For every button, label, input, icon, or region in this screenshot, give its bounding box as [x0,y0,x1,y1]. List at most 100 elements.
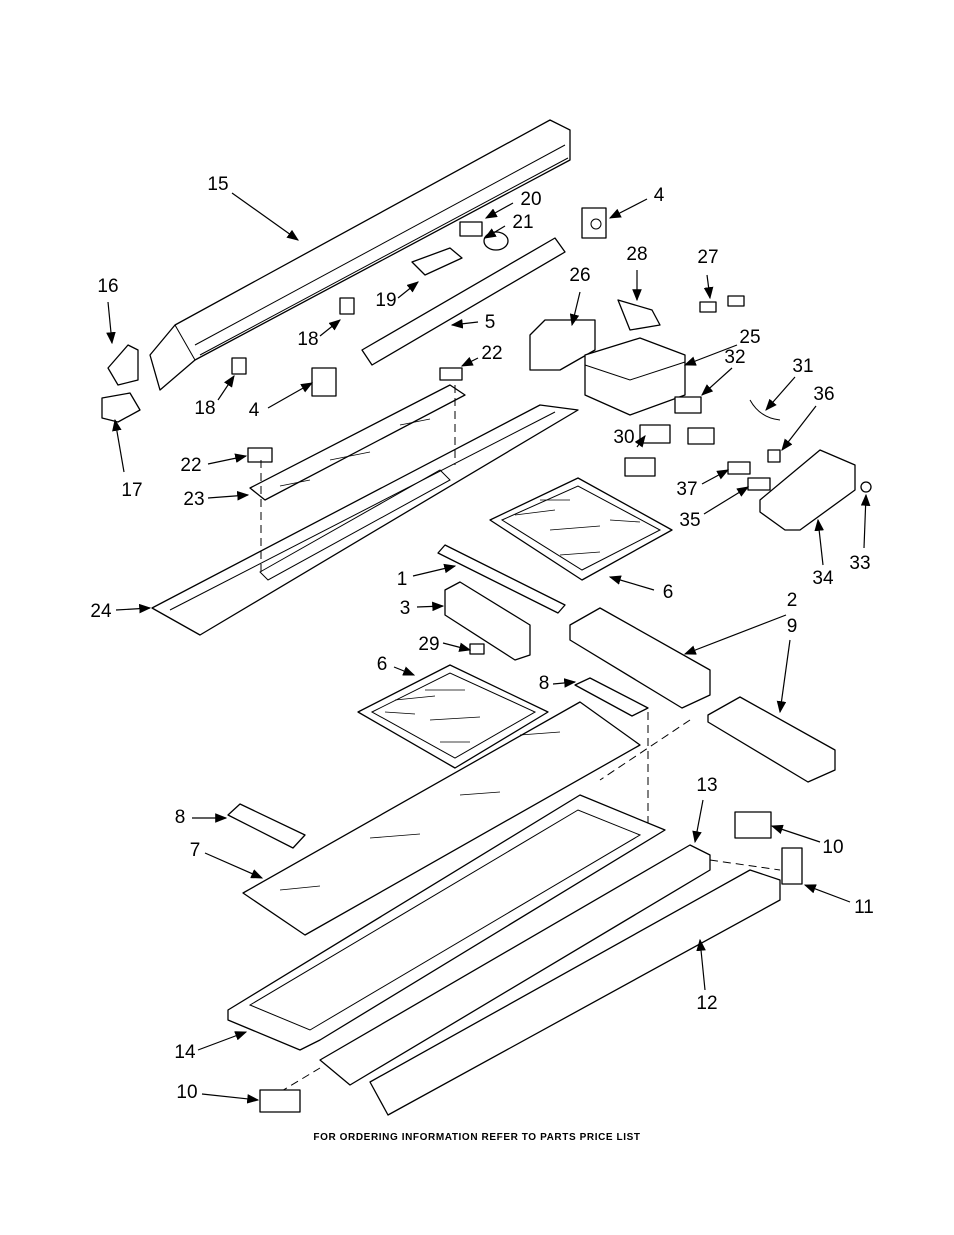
part-30-switches [624,424,671,477]
callout-8a: 8 [539,673,550,694]
leader-arrow-2 [683,614,787,655]
leader-arrow-35 [703,486,750,515]
callout-28: 28 [626,244,647,265]
leader-arrow-21 [483,225,506,239]
callout-4a: 4 [654,185,665,206]
leader-arrow-19 [397,281,419,299]
leader-arrow-13 [692,799,704,844]
part-18-clip-lower [231,357,247,375]
callout-21: 21 [512,212,533,233]
callout-6b: 6 [377,654,388,675]
leader-arrow-37 [701,469,730,485]
callout-1: 1 [397,569,408,590]
callout-31: 31 [792,356,813,377]
callout-16: 16 [97,276,118,297]
part-37-button [727,461,751,475]
callout-6a: 6 [663,582,674,603]
callout-20: 20 [520,189,541,210]
part-10-hinge-lower [259,1089,301,1113]
leader-arrow-14 [197,1031,248,1051]
leader-arrow-16 [106,301,116,345]
callout-15: 15 [207,174,228,195]
part-27-relays [699,295,745,313]
callout-29: 29 [418,634,439,655]
callout-24: 24 [90,601,112,622]
leader-arrow-18a [319,319,341,337]
callout-19: 19 [375,290,396,311]
callout-3: 3 [400,598,411,619]
leader-arrow-17 [112,418,125,473]
leader-arrow-10a [770,824,821,843]
part-8-strip-upper [574,677,649,717]
leader-arrow-20 [484,202,514,219]
part-10-hinge-upper [734,811,772,839]
part-3-bracket [444,581,531,661]
callout-34: 34 [812,568,834,589]
part-1-strip [437,544,566,614]
part-32-switches [674,396,715,445]
leader-arrow-26 [569,291,581,327]
part-22-clip [439,367,463,381]
part-4-socket-lower [311,367,337,397]
leader-arrow-4a [608,198,648,219]
leader-arrow-11 [803,884,851,903]
leader-arrow-24 [115,603,152,614]
part-26-bracket [529,319,596,371]
part-31-wire [749,399,781,421]
part-29-screw [469,643,485,655]
part-13-trim [319,844,711,1086]
callout-23: 23 [183,489,204,510]
leader-arrow-23 [207,491,250,501]
callout-37: 37 [676,479,697,500]
part-6-filter-lower [357,664,549,769]
part-22-clip-left [247,447,273,463]
callout-13: 13 [696,775,717,796]
part-36-knob [767,449,781,463]
callout-36: 36 [813,384,834,405]
part-35-button [747,477,771,491]
leader-arrow-10b [201,1093,260,1104]
callout-27: 27 [697,247,718,268]
part-25-transformer [584,337,686,416]
callout-33: 33 [849,553,870,574]
leader-arrow-15 [231,192,299,241]
leader-arrow-7 [204,852,264,879]
leader-arrow-32 [701,367,733,396]
leader-arrow-22a [460,356,479,367]
leader-arrow-6b [393,666,416,676]
callout-22a: 22 [481,343,502,364]
part-24-tray [151,404,579,636]
part-33-screw [860,481,872,493]
leader-arrow-36 [781,405,817,451]
callout-26: 26 [569,265,590,286]
part-23-lens [249,384,466,501]
leader-arrow-31 [765,376,796,411]
part-6-filter-upper [489,477,673,581]
part-7-glass-panel [242,701,641,936]
callout-7: 7 [190,840,201,861]
part-34-control-box [759,449,856,531]
callout-32: 32 [724,347,745,368]
part-28-cover [617,299,661,331]
leader-arrow-1 [412,563,457,577]
part-14-frame [227,794,666,1051]
part-5-fluorescent-tube [361,237,566,366]
leader-arrow-4b [267,382,314,409]
callout-18a: 18 [297,329,318,350]
leader-arrow-27 [703,274,714,300]
leader-arrow-33 [860,493,871,549]
part-18-clip [339,297,355,315]
callout-14: 14 [174,1042,196,1063]
leader-arrow-29 [442,642,472,652]
callout-4b: 4 [249,400,260,421]
leader-arrow-3 [416,601,445,612]
part-15-top-rail [149,119,571,391]
ordering-info-footer: FOR ORDERING INFORMATION REFER TO PARTS … [313,1132,641,1143]
callout-11: 11 [854,897,874,918]
leader-arrow-25 [683,344,738,366]
part-12-trim [369,869,781,1116]
leader-arrow-34 [814,518,824,566]
part-4-socket-top [581,207,607,239]
